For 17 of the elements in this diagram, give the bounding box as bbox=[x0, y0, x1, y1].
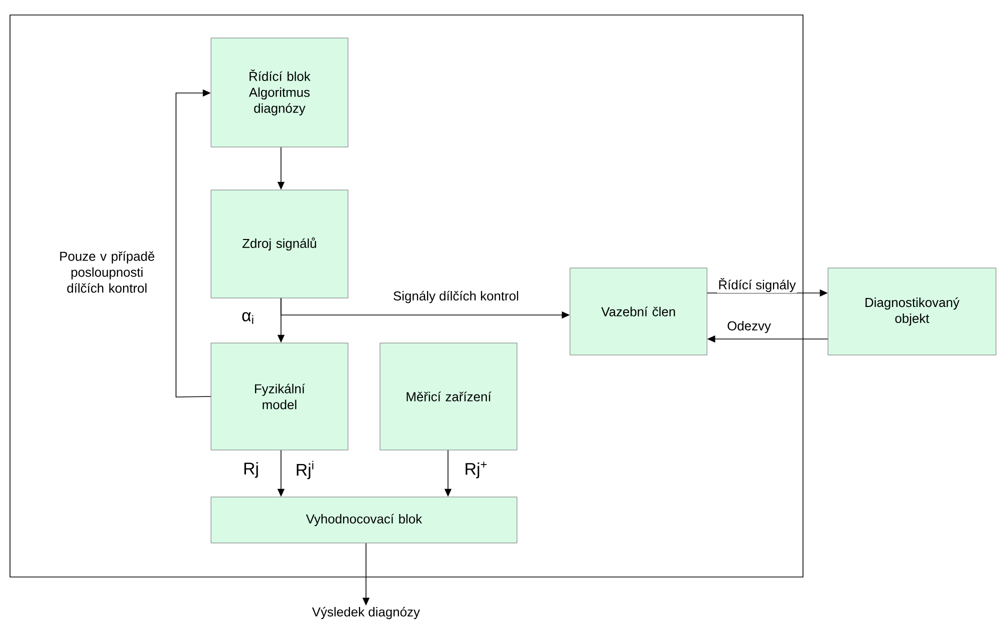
edge-label: Řídící signály bbox=[717, 277, 797, 293]
signal-label: Rj$^{i}$ bbox=[294, 460, 316, 480]
process-box: Vyhodnocovací blok bbox=[210, 496, 518, 544]
edge-label: α$_{i}$ bbox=[240, 311, 256, 325]
process-box: Diagnostikovaný objekt bbox=[828, 268, 996, 356]
signal-label: Rj bbox=[242, 461, 260, 479]
edge-label: Pouze v případě posloupnosti dílčích kontrol bbox=[46, 250, 168, 294]
edge-label: Signály dílčích kontrol bbox=[392, 290, 520, 304]
edge-label: Rj$^{+}$ bbox=[463, 460, 489, 480]
process-box: Fyzikální model bbox=[210, 342, 348, 450]
process-box: Zdroj signálů bbox=[210, 190, 348, 298]
edge-label: Odezvy bbox=[726, 320, 772, 334]
result-text: Výsledek diagnózy bbox=[312, 606, 420, 620]
process-box: Řídící blok Algoritmus diagnózy bbox=[210, 38, 348, 148]
process-box: Měřicí zařízení bbox=[380, 342, 518, 450]
process-box: Vazební člen bbox=[570, 268, 708, 356]
arrow bbox=[176, 89, 212, 398]
